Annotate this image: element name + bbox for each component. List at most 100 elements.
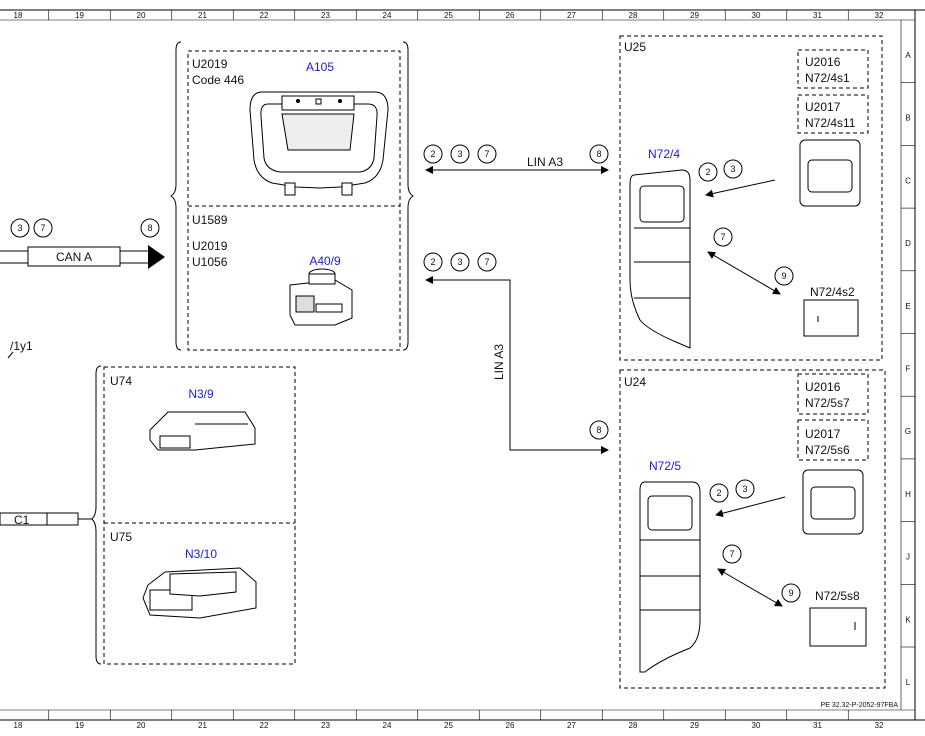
code-u2019-a: U2019 xyxy=(192,57,228,71)
grid-column-label: 29 xyxy=(690,721,699,730)
grid-column-label: 19 xyxy=(75,11,84,20)
u24-circle-9: 9 xyxy=(788,588,793,598)
grid-column-label: 30 xyxy=(752,11,761,20)
part-n72-5s6: N72/5s6 xyxy=(805,443,850,457)
u25-circle-2: 2 xyxy=(705,167,710,177)
grid-column-label: 25 xyxy=(444,11,453,20)
window-switch-n72-4s1-icon xyxy=(799,139,861,207)
grid-row-label: E xyxy=(905,302,910,311)
grid-column-label: 26 xyxy=(506,721,515,730)
switch-n72-5s8-icon xyxy=(809,607,867,647)
grid-row-label: H xyxy=(905,490,911,499)
door-switch-panel-right-icon xyxy=(639,481,701,673)
group-u24 xyxy=(619,369,886,689)
page-reference: PE 32.32-P-2052-97FBA xyxy=(821,702,899,709)
lin-top-label: LIN A3 xyxy=(527,155,563,169)
u25-circle-3: 3 xyxy=(730,164,735,174)
part-n72-5s7: N72/5s7 xyxy=(805,396,850,410)
group-ecu xyxy=(103,366,296,665)
code-u1589: U1589 xyxy=(192,213,228,227)
c1-connector: C1 xyxy=(0,512,92,527)
grid-column-label: 26 xyxy=(506,11,515,20)
lin-top-circle-1: 2 xyxy=(430,149,435,159)
code-u74: U74 xyxy=(110,374,132,388)
code-u75: U75 xyxy=(110,530,132,544)
code-446: Code 446 xyxy=(192,73,244,87)
code-u1056: U1056 xyxy=(192,255,228,269)
grid-column-label: 21 xyxy=(198,721,207,730)
group-u25 xyxy=(619,35,883,361)
lin-top-circle-2: 3 xyxy=(457,149,462,159)
grid-column-label: 18 xyxy=(14,11,23,20)
u24-circle-7: 7 xyxy=(729,549,734,559)
grid-row-label: A xyxy=(905,51,911,60)
part-n72-4s1: N72/4s1 xyxy=(805,71,850,85)
group-top-left xyxy=(187,50,401,351)
door-switch-panel-left-icon xyxy=(629,169,691,349)
u25-circle-9: 9 xyxy=(781,271,786,281)
grid-column-label: 22 xyxy=(260,721,269,730)
can-circle-1: 3 xyxy=(17,223,22,233)
u25-callouts: 2 3 7 9 xyxy=(698,159,794,295)
brace-top-left xyxy=(170,41,182,351)
grid-column-label: 32 xyxy=(875,11,884,20)
grid-frame xyxy=(0,9,925,721)
grid-row-label: C xyxy=(905,176,911,185)
switch-n72-4s2-icon xyxy=(803,299,859,337)
code-u24: U24 xyxy=(624,375,646,389)
grid-column-label: 21 xyxy=(198,11,207,20)
code-u2016-a: U2016 xyxy=(805,55,841,69)
grid-column-label: 23 xyxy=(321,721,330,730)
part-n3-9: N3/9 xyxy=(188,387,214,401)
lin-top-circle-4: 8 xyxy=(596,149,601,159)
grid-row-label: K xyxy=(905,615,911,624)
grid-row-label: G xyxy=(905,427,911,436)
grid-column-label: 27 xyxy=(567,11,576,20)
lin-bus-top: LIN A3 2 3 7 8 xyxy=(423,144,609,174)
grid-row-label: B xyxy=(905,114,910,123)
grid-column-label: 28 xyxy=(629,11,638,20)
ecu-n3-9-icon xyxy=(149,411,256,451)
part-n3-10: N3/10 xyxy=(185,547,217,561)
code-u2016-b: U2016 xyxy=(805,380,841,394)
grid-column-label: 23 xyxy=(321,11,330,20)
u24-circle-2: 2 xyxy=(716,488,721,498)
code-u2019-b: U2019 xyxy=(192,239,228,253)
u25-circle-7: 7 xyxy=(720,232,725,242)
lin-mid-circle-2: 3 xyxy=(457,257,462,267)
window-switch-n72-5s7-icon xyxy=(802,469,864,535)
grid-column-label: 31 xyxy=(813,721,822,730)
grid-column-label: 29 xyxy=(690,11,699,20)
c1-label: C1 xyxy=(14,513,30,527)
lin-mid-circle-1: 2 xyxy=(430,257,435,267)
part-n72-4: N72/4 xyxy=(648,147,680,161)
part-n72-5s8: N72/5s8 xyxy=(815,589,860,603)
part-n72-4s11: N72/4s11 xyxy=(805,116,856,130)
u24-circle-3: 3 xyxy=(742,484,747,494)
brace-ecu xyxy=(91,365,102,665)
grid-column-label: 32 xyxy=(875,721,884,730)
connector-label: /1y1 xyxy=(10,339,33,353)
grid-column-label: 20 xyxy=(137,721,146,730)
code-u2017-b: U2017 xyxy=(805,427,841,441)
grid-column-labels: 1818191920202121222223232424252526262727… xyxy=(14,10,884,730)
part-a105: A105 xyxy=(306,60,334,74)
part-n72-4s2: N72/4s2 xyxy=(810,285,855,299)
part-n72-5: N72/5 xyxy=(649,459,681,473)
ecu-n3-10-icon xyxy=(142,567,257,619)
grid-column-label: 22 xyxy=(260,11,269,20)
grid-row-label: L xyxy=(906,678,911,687)
lin-lower-circle: 8 xyxy=(596,425,601,435)
grid-column-label: 19 xyxy=(75,721,84,730)
lin-bus-vertical: LIN A3 2 3 7 8 xyxy=(423,252,609,454)
can-arrow-circle: 8 xyxy=(147,223,152,233)
can-bus-segment: CAN A 3 7 8 xyxy=(0,218,165,269)
part-a40-9: A40/9 xyxy=(309,254,341,268)
ignition-switch-icon xyxy=(289,268,353,326)
grid-column-label: 31 xyxy=(813,11,822,20)
lin-mid-circle-3: 7 xyxy=(484,257,489,267)
u24-callouts: 2 3 7 9 xyxy=(709,479,801,607)
grid-row-label: F xyxy=(906,365,911,374)
